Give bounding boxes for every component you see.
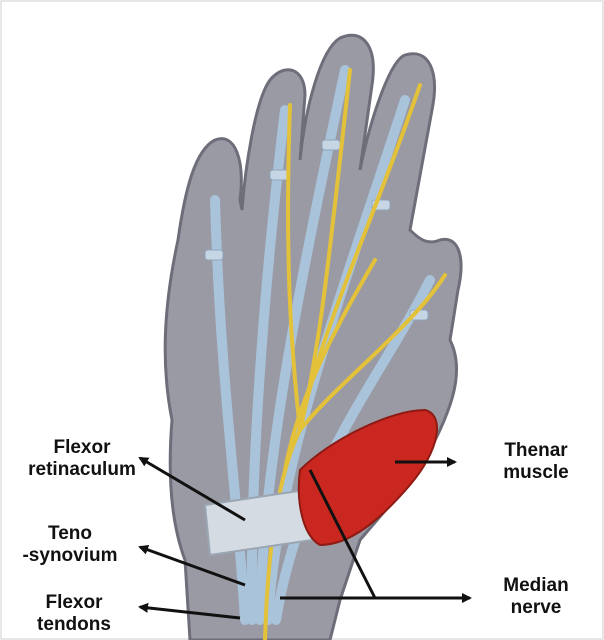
label-flexor-tendons: Flexor tendons [24, 592, 124, 636]
label-median-nerve: Median nerve [486, 575, 586, 619]
label-teno-synovium: Teno -synovium [20, 523, 120, 567]
label-thenar-muscle: Thenar muscle [486, 440, 586, 484]
label-flexor-retinaculum: Flexor retinaculum [22, 437, 142, 481]
